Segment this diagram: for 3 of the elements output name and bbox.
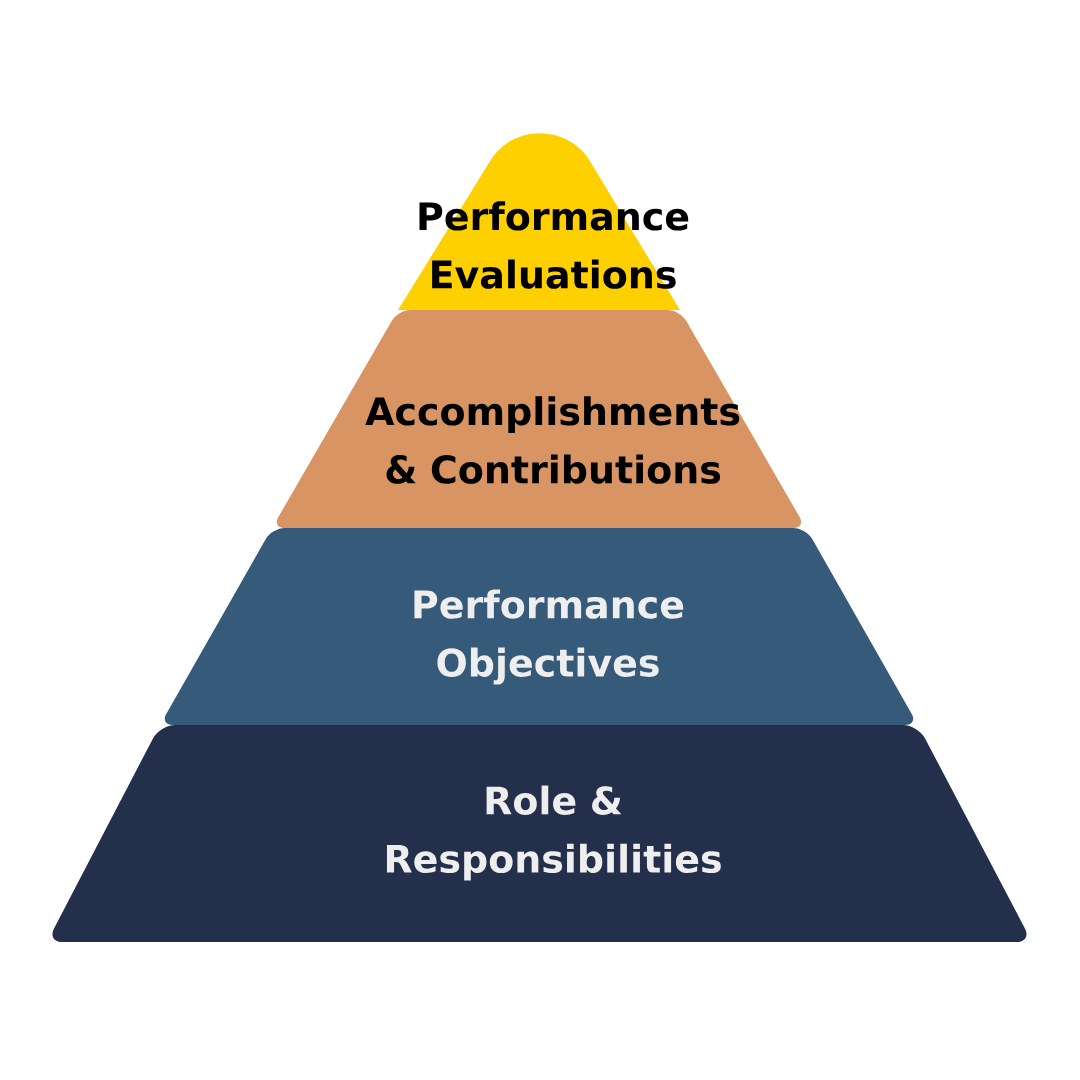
pyramid-tier: Performance Objectives <box>164 527 914 725</box>
pyramid-tier: Role & Responsibilities <box>52 724 1027 942</box>
pyramid-tier: Accomplishments & Contributions <box>276 310 802 528</box>
